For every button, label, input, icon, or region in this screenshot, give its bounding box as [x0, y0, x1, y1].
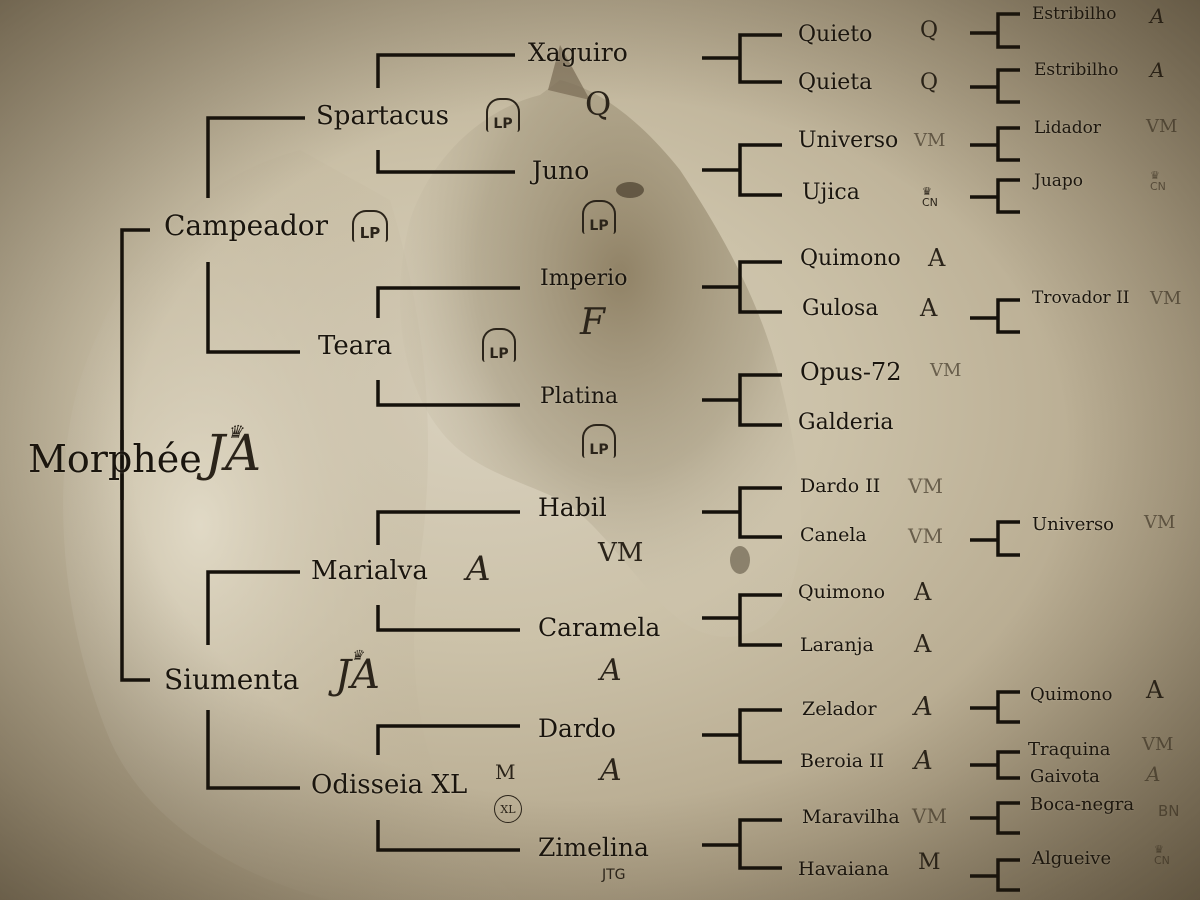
- brand-gen5-1: A: [1150, 4, 1165, 28]
- brand-sire-sire: LP: [486, 98, 520, 132]
- horse-gen3-3: Imperio: [540, 266, 628, 291]
- brand-gen5-8: VM: [1142, 734, 1174, 755]
- horse-eye: [616, 182, 644, 198]
- horse-gen4-3: Universo: [798, 128, 899, 153]
- horse-gen4-12: Laranja: [800, 634, 874, 656]
- horse-gen5-5: Trovador II: [1032, 288, 1130, 308]
- brand-gen5-11: ♛CN: [1154, 843, 1170, 867]
- brand-gen5-9: A: [1146, 762, 1161, 786]
- horse-gen4-10: Canela: [800, 524, 867, 546]
- brand-gen4-1: Q: [920, 18, 939, 43]
- horse-gen4-11: Quimono: [798, 581, 886, 603]
- brand-gen4-12: A: [914, 630, 932, 658]
- brand-gen4-3: VM: [914, 130, 946, 151]
- brand-gen4-16: M: [918, 850, 941, 875]
- crown-icon: ♛: [351, 648, 364, 664]
- brand-gen5-3: VM: [1146, 116, 1178, 137]
- horse-dam-sire: Marialva: [311, 556, 428, 586]
- horse-gen4-8: Galderia: [798, 410, 894, 435]
- brand-dam-sire: A: [466, 549, 491, 589]
- brand-gen3-2: LP: [582, 200, 616, 234]
- horse-gen5-9: Gaivota: [1030, 766, 1100, 787]
- brand-gen4-5: A: [928, 244, 946, 272]
- horse-gen5-4: Juapo: [1034, 171, 1084, 191]
- horse-gen5-3: Lidador: [1034, 118, 1101, 138]
- horse-gen3-1: Xaguiro: [528, 38, 628, 67]
- brand-gen4-15: VM: [912, 804, 947, 828]
- horse-gen5-6: Universo: [1032, 514, 1115, 535]
- horse-gen4-2: Quieta: [798, 70, 873, 95]
- horse-dam: Siumenta: [164, 663, 300, 696]
- brand-gen4-4: ♛CN: [922, 185, 938, 209]
- brand-gen5-5: VM: [1150, 288, 1182, 309]
- horse-gen4-15: Maravilha: [802, 806, 900, 828]
- horse-head: [400, 80, 801, 637]
- horse-gen4-6: Gulosa: [802, 296, 879, 321]
- horse-gen5-2: Estribilho: [1034, 60, 1119, 80]
- brand-gen5-6: VM: [1144, 512, 1176, 533]
- brand-dam-dam: XL: [494, 795, 522, 823]
- brand-dam-dam-m: M: [495, 760, 516, 784]
- brand-gen5-10: BN: [1158, 802, 1180, 820]
- horse-gen4-7: Opus-72: [800, 358, 902, 386]
- brand-gen4-13: A: [914, 692, 933, 722]
- brand-gen4-7: VM: [930, 360, 962, 381]
- crown-icon: ♛: [922, 185, 932, 198]
- brand-gen3-7: A: [600, 753, 622, 788]
- horse-gen3-4: Platina: [540, 384, 619, 409]
- brand-gen3-5: VM: [598, 538, 644, 568]
- crown-icon: ♛: [227, 422, 244, 443]
- brand-gen4-2: Q: [920, 70, 939, 95]
- crown-icon: ♛: [1150, 169, 1160, 182]
- horse-sire: Campeador: [164, 209, 329, 242]
- horse-gen5-1: Estribilho: [1032, 4, 1117, 24]
- horse-gen4-16: Havaiana: [798, 858, 889, 880]
- horse-sire-sire: Spartacus: [316, 101, 449, 131]
- brand-gen4-10: VM: [908, 524, 943, 548]
- horse-gen3-2: Juno: [532, 156, 590, 185]
- brand-gen5-7: A: [1146, 676, 1164, 704]
- horse-gen3-7: Dardo: [538, 714, 616, 743]
- horse-gen5-8: Traquina: [1028, 739, 1111, 760]
- horse-gen4-9: Dardo II: [800, 475, 881, 497]
- brand-gen4-9: VM: [908, 474, 943, 498]
- brand-gen3-4: LP: [582, 424, 616, 458]
- horse-gen5-11: Algueive: [1032, 848, 1112, 869]
- brand-gen4-14: A: [914, 746, 933, 776]
- horse-gen5-7: Quimono: [1030, 684, 1113, 705]
- horse-dam-dam: Odisseia XL: [311, 770, 468, 800]
- horse-gen4-5: Quimono: [800, 246, 901, 271]
- horse-sire-dam: Teara: [318, 331, 393, 361]
- horse-gen4-14: Beroia II: [800, 750, 885, 772]
- horse-gen4-1: Quieto: [798, 22, 873, 47]
- crown-icon: ♛: [1154, 843, 1164, 856]
- brand-gen4-6: A: [920, 294, 938, 322]
- brand-gen3-8: JTG: [602, 867, 626, 883]
- brand-gen3-1: Q: [585, 85, 612, 123]
- horse-ear: [548, 45, 590, 100]
- brand-sire-dam: LP: [482, 328, 516, 362]
- brand-root: ♛ JA: [205, 422, 262, 482]
- brand-gen5-4: ♛CN: [1150, 169, 1166, 193]
- brand-sire: LP: [352, 210, 388, 242]
- horse-gen3-8: Zimelina: [538, 833, 649, 862]
- brand-gen4-11: A: [914, 578, 932, 606]
- brand-gen5-2: A: [1150, 58, 1165, 82]
- brand-dam: ♛ JA: [335, 648, 380, 698]
- horse-gen3-6: Caramela: [538, 613, 661, 642]
- horse-root: Morphée: [28, 437, 202, 481]
- horse-gen3-5: Habil: [538, 493, 607, 522]
- horse-gen4-4: Ujica: [802, 180, 860, 205]
- brand-gen3-6: A: [600, 653, 622, 688]
- brand-gen3-3: F: [580, 302, 605, 343]
- horse-nostril: [730, 546, 750, 574]
- horse-gen4-13: Zelador: [802, 698, 877, 720]
- horse-gen5-10: Boca-negra: [1030, 794, 1135, 815]
